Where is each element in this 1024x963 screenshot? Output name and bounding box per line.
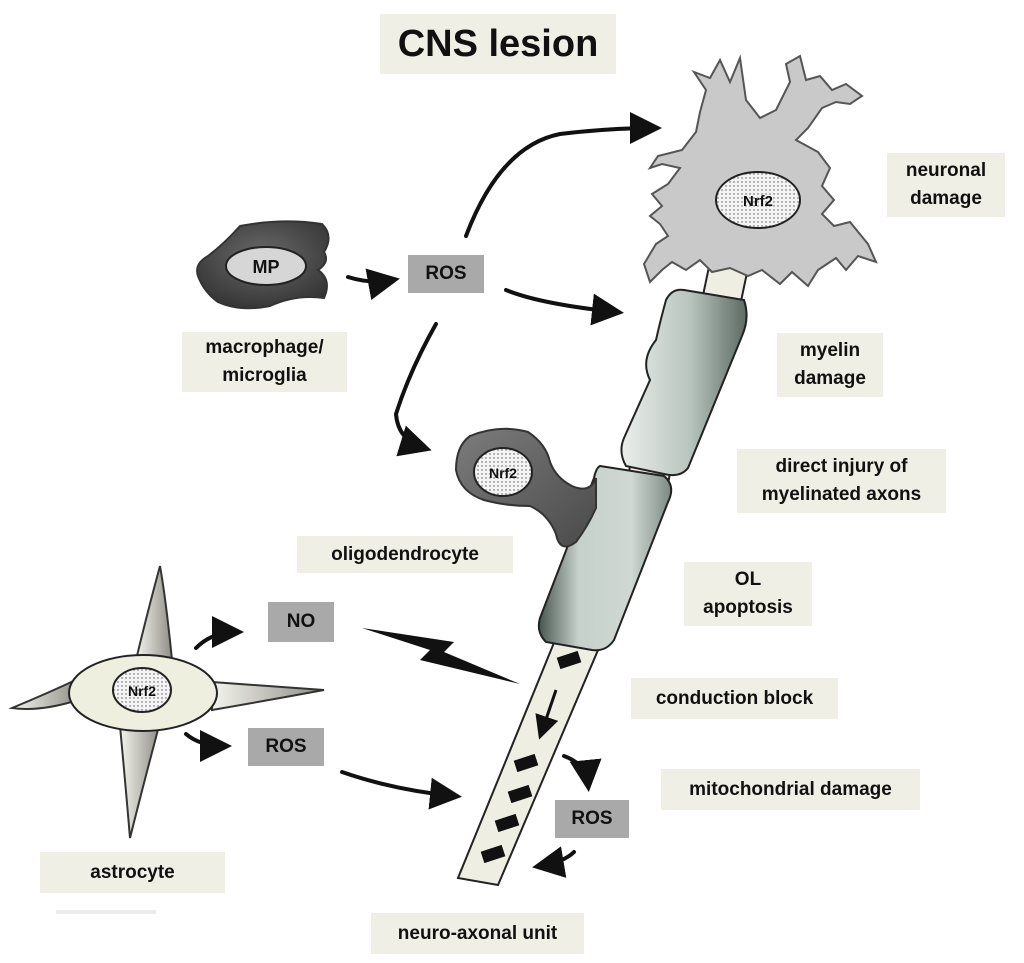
mediator-ros-mitochondria: ROS: [555, 800, 629, 838]
neuron-nucleus-label: Nrf2: [743, 193, 773, 210]
astrocyte-nucleus: [112, 667, 172, 713]
decorative-mark: [56, 910, 156, 914]
oligodendrocyte: Nrf2: [454, 427, 597, 548]
mitochondrion: [556, 650, 582, 670]
myelin-segment-lower: [537, 464, 673, 652]
astrocyte-arm-top: [134, 565, 174, 661]
label-direct-injury: direct injury of myelinated axons: [737, 449, 946, 513]
arrow-ros-to-myelin: [504, 288, 624, 326]
mediator-no: NO: [268, 602, 334, 642]
arrow-ros-to-neuron: [464, 112, 662, 238]
label-ol-apoptosis-line2: apoptosis: [703, 597, 793, 618]
astrocyte: Nrf2: [8, 565, 325, 839]
label-myelin-damage-line2: damage: [794, 368, 866, 389]
label-macrophage-line1: macrophage/: [205, 337, 324, 358]
arrow-ros-to-oligodendrocyte: [393, 322, 438, 457]
mitochondrion: [513, 753, 539, 773]
neuron-body: [642, 54, 878, 288]
macrophage: MP: [196, 220, 330, 310]
neuron: Nrf2: [642, 54, 878, 288]
label-neuronal-damage-line2: damage: [910, 188, 982, 209]
oligodendrocyte-nucleus-label: Nrf2: [489, 465, 517, 481]
mitochondrion: [480, 844, 506, 864]
label-macrophage: macrophage/ microglia: [182, 332, 347, 392]
label-myelin-damage-line1: myelin: [799, 340, 861, 361]
mediator-ros-astrocyte: ROS: [248, 728, 324, 766]
label-neuro-axonal-unit: neuro-axonal unit: [371, 913, 584, 954]
mitochondrion: [494, 813, 520, 833]
label-neuronal-damage-line1: neuronal: [905, 160, 987, 181]
astrocyte-nucleus-label: Nrf2: [128, 683, 156, 699]
oligodendrocyte-nucleus: [473, 447, 533, 497]
conduction-arrow: [535, 689, 559, 740]
arrow-mp-to-ros: [346, 268, 400, 301]
label-conduction-block: conduction block: [631, 678, 838, 719]
arrow-astrocyte-to-ros: [184, 729, 232, 762]
neuron-nucleus: [715, 171, 801, 229]
arrow-ros-to-axon-back: [532, 846, 576, 878]
astrocyte-arm-left: [8, 676, 82, 710]
page-title: CNS lesion: [380, 14, 616, 74]
macrophage-nucleus: [225, 246, 307, 286]
label-direct-injury-line2: myelinated axons: [761, 484, 922, 505]
neuro-axonal-unit: [456, 260, 750, 887]
label-mitochondrial-damage: mitochondrial damage: [661, 769, 920, 810]
myelin-segment-upper: [620, 288, 748, 477]
label-neuronal-damage: neuronal damage: [887, 153, 1005, 217]
label-direct-injury-line1: direct injury of: [775, 456, 908, 477]
label-myelin-damage: myelin damage: [777, 333, 883, 397]
mitochondrion: [507, 784, 533, 804]
no-lightning-icon: [362, 628, 520, 684]
arrow-astrocyte-to-no: [194, 616, 244, 650]
arrows: [184, 112, 662, 878]
arrow-axon-to-ros: [562, 754, 602, 792]
astrocyte-arm-bottom: [118, 720, 162, 839]
astrocyte-arm-right: [211, 680, 325, 712]
label-ol-apoptosis: OL apoptosis: [684, 562, 812, 626]
label-macrophage-line2: microglia: [222, 365, 307, 386]
label-ol-apoptosis-line1: OL: [734, 569, 762, 590]
label-oligodendrocyte: oligodendrocyte: [297, 536, 513, 573]
macrophage-nucleus-label: MP: [253, 257, 280, 277]
label-astrocyte: astrocyte: [40, 852, 225, 893]
arrow-ros-to-axon: [340, 770, 462, 810]
mediator-ros-macrophage: ROS: [408, 255, 484, 293]
